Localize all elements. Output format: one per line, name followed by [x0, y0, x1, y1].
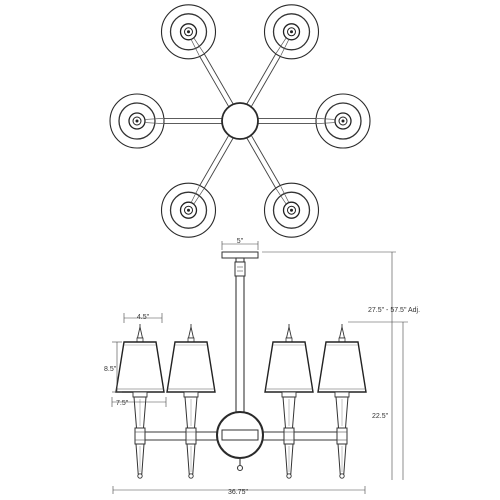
top-arm	[245, 135, 277, 190]
top-shade	[160, 182, 217, 238]
lamp-shade	[115, 341, 165, 393]
lamp	[317, 324, 367, 479]
top-shade	[160, 4, 217, 60]
lamps	[115, 324, 367, 479]
lamp-finial	[285, 326, 293, 339]
top-view-arms	[163, 52, 317, 190]
top-view	[109, 4, 371, 238]
top-shade	[315, 93, 371, 149]
lamp-shade	[166, 341, 216, 393]
lamp-tip	[339, 473, 345, 479]
top-shade	[263, 4, 320, 60]
canopy-width-label: 5"	[237, 238, 244, 245]
top-arm	[203, 52, 235, 107]
side-view: 5" 27.5" - 57.5" Adj. 22.5" 4.5" 8.5" 7	[104, 238, 420, 496]
lamp-shade	[317, 341, 367, 393]
canopy-coupler	[235, 257, 245, 263]
lamp-shade	[264, 341, 314, 393]
arm-height-label: 22.5"	[372, 413, 389, 420]
shade-bottom-label: 7.5"	[116, 400, 129, 407]
lamp-tip	[188, 473, 194, 479]
top-shade	[263, 182, 320, 238]
lamp	[264, 324, 314, 479]
lamp-collar	[134, 427, 146, 445]
top-view-hub	[221, 102, 259, 140]
shade-top-label: 4.5"	[137, 314, 150, 321]
overall-width-label: 36.75"	[228, 489, 249, 496]
lamp-collar	[283, 427, 295, 445]
shade-height-label: 8.5"	[104, 366, 117, 373]
lamp-finial	[338, 326, 346, 339]
canopy	[221, 251, 259, 259]
lamp-collar	[185, 427, 197, 445]
lamp-collar	[336, 427, 348, 445]
top-arm	[198, 133, 231, 187]
overall-height-label: 27.5" - 57.5" Adj.	[368, 307, 420, 314]
lamp	[115, 324, 165, 479]
top-view-shades	[109, 4, 371, 238]
top-shade	[109, 93, 165, 149]
lamp-tip	[137, 473, 143, 479]
top-arm	[249, 55, 282, 109]
lamp-finial	[136, 326, 144, 339]
lamp-finial	[187, 326, 195, 339]
lamp	[166, 324, 216, 479]
lamp-tip	[286, 473, 292, 479]
canopy-loop	[234, 261, 246, 277]
